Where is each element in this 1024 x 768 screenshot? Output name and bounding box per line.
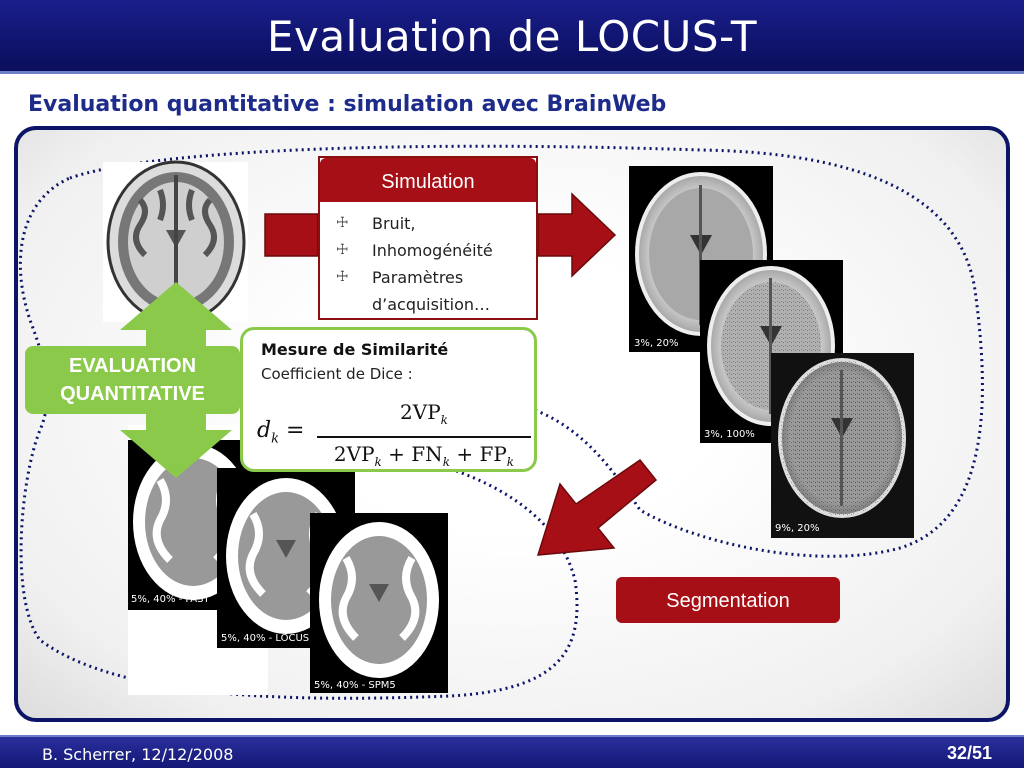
seg-caption-spm5: 5%, 40% - SPM5 <box>314 680 396 691</box>
simulation-list: ☩Bruit, ☩Inhomogénéité ☩Paramètres d’acq… <box>320 202 536 318</box>
dotted-loop-path <box>18 144 984 700</box>
slide-title: Evaluation de LOCUS-T <box>267 12 757 61</box>
formula-lhs: dk = <box>257 418 305 447</box>
list-item: d’acquisition… <box>336 291 536 318</box>
sim-caption-1: 3%, 20% <box>634 338 679 349</box>
simulation-box: Simulation ☩Bruit, ☩Inhomogénéité ☩Param… <box>318 156 538 320</box>
page-number: 32/51 <box>946 743 992 763</box>
simulation-header: Simulation <box>320 158 536 202</box>
list-item: ☩Inhomogénéité <box>336 237 536 264</box>
bullet-icon: ☩ <box>336 215 349 231</box>
similarity-subtitle: Coefficient de Dice : <box>261 365 413 383</box>
dice-formula: dk = 2VPk 2VPk + FNk + FPk <box>257 398 537 469</box>
formula-fraction: 2VPk 2VPk + FNk + FPk <box>317 398 531 476</box>
segmentation-label: Segmentation <box>616 577 840 623</box>
formula-denominator: 2VPk + FNk + FPk <box>333 442 515 469</box>
seg-caption-fast: 5%, 40% - FAST <box>131 594 210 605</box>
similarity-title: Mesure de Similarité <box>261 340 449 359</box>
simulated-image-3 <box>771 353 914 538</box>
list-item: ☩Paramètres <box>336 264 536 291</box>
bullet-icon <box>336 291 372 318</box>
sim-caption-3: 9%, 20% <box>775 523 820 534</box>
bullet-icon: ☩ <box>336 242 349 258</box>
segmented-image-spm5 <box>310 513 448 693</box>
reference-brain-image <box>103 160 248 324</box>
evaluation-label: EVALUATION QUANTITATIVE <box>25 346 240 414</box>
bullet-icon: ☩ <box>336 269 349 285</box>
title-bar: Evaluation de LOCUS-T <box>0 0 1024 74</box>
segmentation-arrow <box>536 458 658 556</box>
seg-caption-locus: 5%, 40% - LOCUS <box>221 633 310 644</box>
slide-subtitle: Evaluation quantitative : simulation ave… <box>28 92 667 117</box>
footer-author-date: B. Scherrer, 12/12/2008 <box>42 745 234 764</box>
similarity-box: Mesure de Similarité Coefficient de Dice… <box>240 327 537 472</box>
footer-bar: B. Scherrer, 12/12/2008 32/51 <box>0 735 1024 768</box>
formula-numerator: 2VPk <box>400 400 448 427</box>
sim-caption-2: 3%, 100% <box>704 429 755 440</box>
list-item: ☩Bruit, <box>336 210 536 237</box>
fraction-bar <box>317 436 531 438</box>
